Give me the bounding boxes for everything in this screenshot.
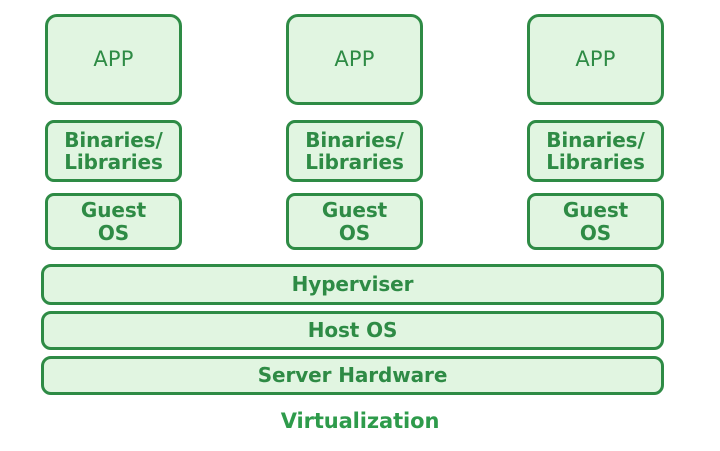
- binaries-libraries-box-3: Binaries/ Libraries: [527, 120, 664, 182]
- diagram-caption: Virtualization: [280, 409, 440, 433]
- binaries-label-2: Binaries/: [305, 127, 404, 152]
- libraries-label-2: Libraries: [305, 150, 404, 174]
- app-label-2: APP: [334, 46, 375, 71]
- guest-os-box-3: Guest OS: [527, 193, 664, 250]
- app-label-1: APP: [93, 46, 134, 71]
- binaries-label-1: Binaries/: [64, 127, 163, 152]
- app-box-2: APP: [286, 14, 423, 105]
- libraries-label-1: Libraries: [64, 150, 163, 174]
- hypervisor-layer-box: Hyperviser: [41, 264, 664, 305]
- host-os-label: Host OS: [307, 318, 398, 343]
- os-label-2: OS: [338, 220, 371, 245]
- app-box-1: APP: [45, 14, 182, 105]
- os-label-1: OS: [97, 220, 130, 245]
- hypervisor-label: Hyperviser: [291, 272, 414, 297]
- binaries-libraries-box-2: Binaries/ Libraries: [286, 120, 423, 182]
- app-label-3: APP: [575, 46, 616, 71]
- binaries-label-3: Binaries/: [546, 127, 645, 152]
- guest-os-box-1: Guest OS: [45, 193, 182, 250]
- guest-label-1: Guest: [80, 198, 147, 223]
- guest-label-3: Guest: [562, 198, 629, 223]
- app-box-3: APP: [527, 14, 664, 105]
- binaries-libraries-box-1: Binaries/ Libraries: [45, 120, 182, 182]
- guest-label-2: Guest: [321, 198, 388, 223]
- libraries-label-3: Libraries: [546, 150, 645, 174]
- host-os-layer-box: Host OS: [41, 311, 664, 350]
- guest-os-box-2: Guest OS: [286, 193, 423, 250]
- server-hardware-layer-box: Server Hardware: [41, 356, 664, 395]
- os-label-3: OS: [579, 220, 612, 245]
- server-hardware-label: Server Hardware: [257, 363, 448, 388]
